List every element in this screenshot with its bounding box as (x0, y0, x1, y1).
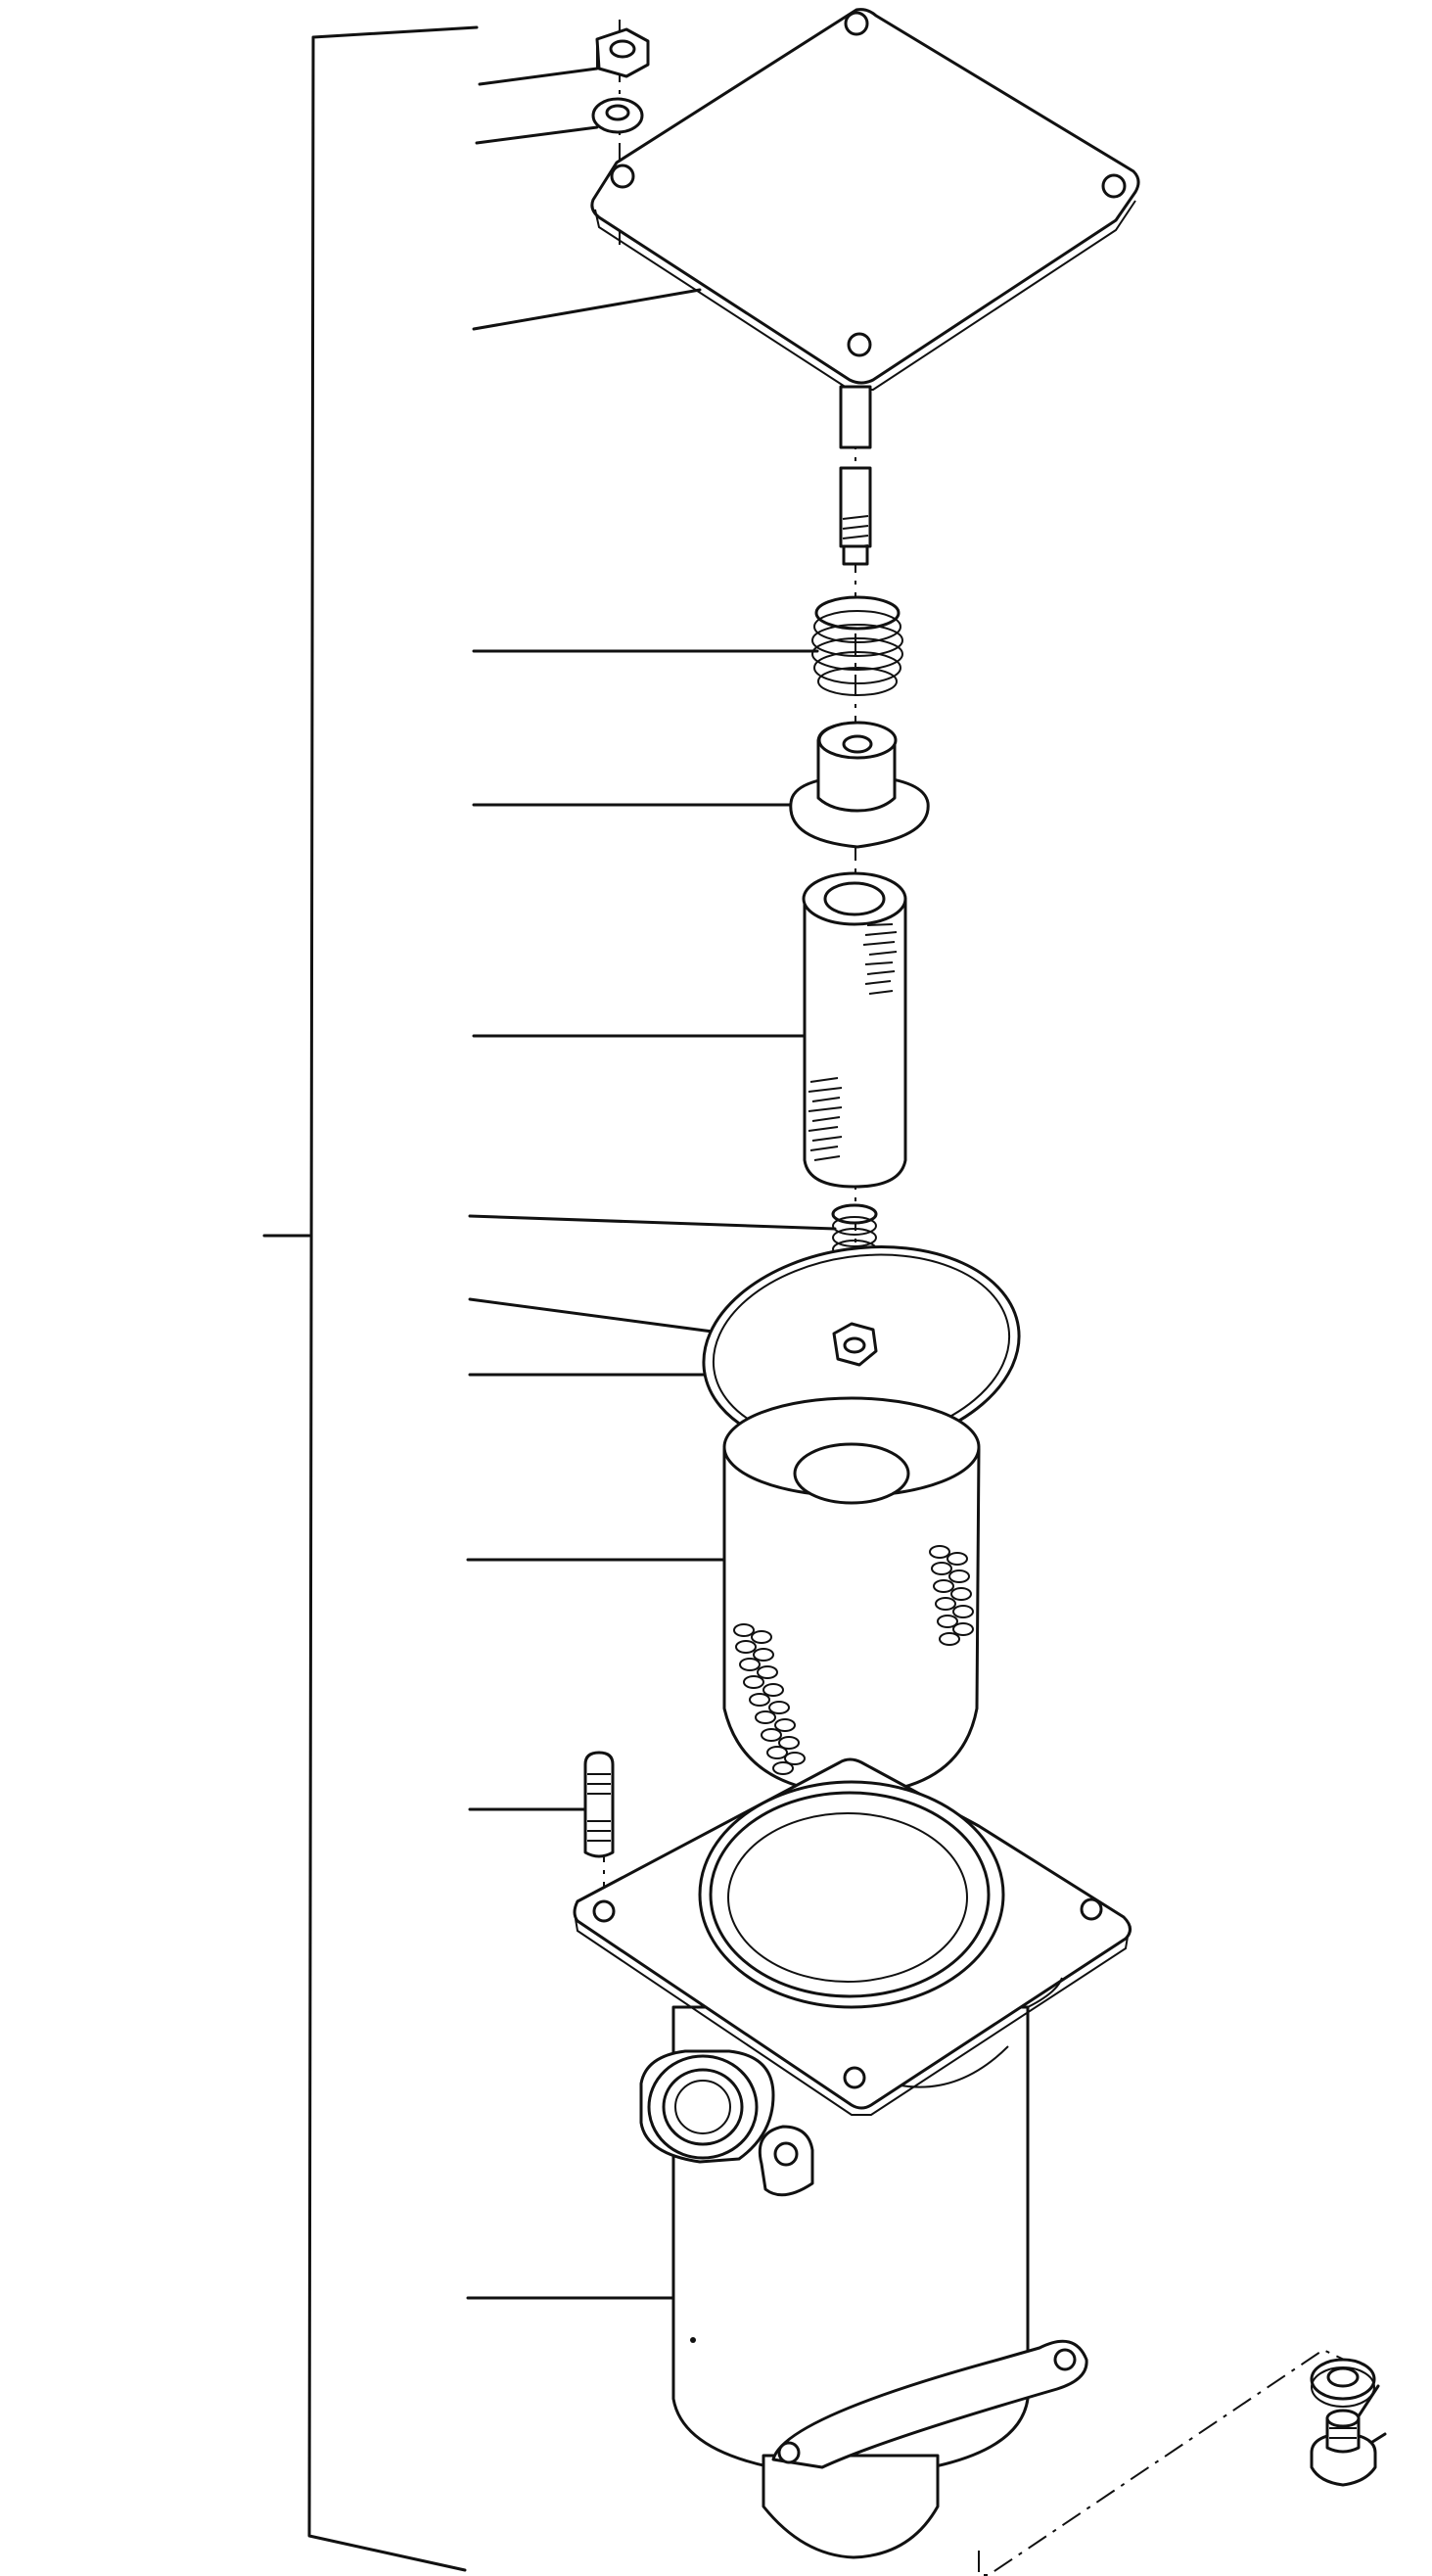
upper-spring (811, 595, 903, 696)
small-nut (832, 1322, 878, 1367)
port-inlet (639, 2049, 775, 2164)
pin-rod (839, 385, 872, 566)
filter-case (639, 2005, 1088, 2559)
cover-plate (590, 8, 1140, 391)
leader-cover-plate (472, 288, 702, 331)
washer-bottom (1310, 2358, 1376, 2408)
bolt-bottom (1310, 2409, 1377, 2487)
filter-element (722, 1396, 981, 1796)
washer-top (591, 97, 644, 134)
filter-head (573, 1757, 1132, 2116)
leader-washer-top (475, 125, 599, 145)
assembly-bracket (262, 25, 479, 2572)
lower-spring (831, 1203, 878, 1282)
valve-seat (789, 721, 930, 849)
stud-bolt (583, 1751, 615, 1858)
leader-nut-top (478, 67, 599, 86)
nut-top (595, 27, 650, 78)
element-tube (802, 871, 907, 1189)
leader-lower-spring (468, 1214, 837, 1231)
